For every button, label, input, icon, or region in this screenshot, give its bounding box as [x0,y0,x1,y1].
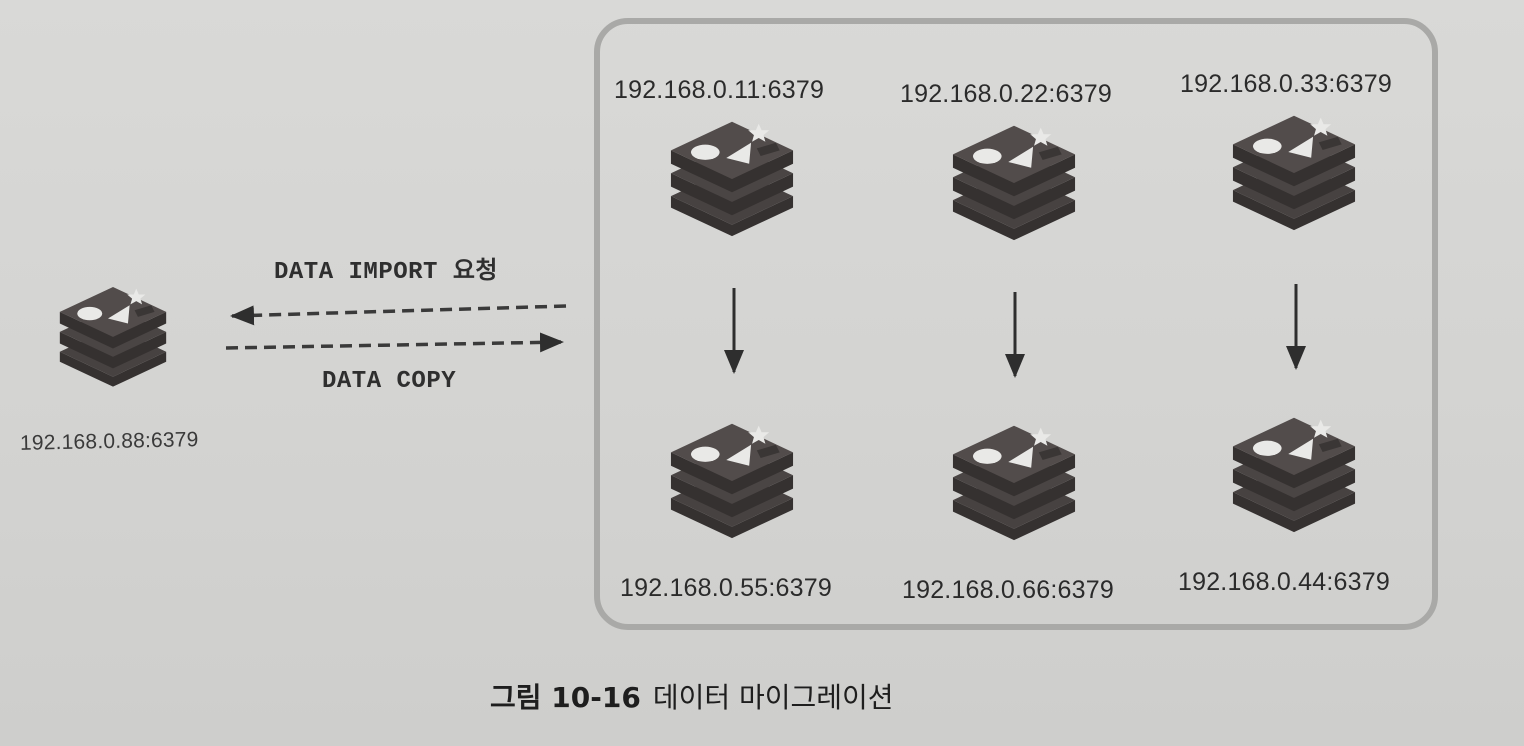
redis-logo-icon [942,420,1086,544]
cluster-boundary [594,18,1438,630]
cluster-node-address: 192.168.0.11:6379 [614,76,825,104]
figure-number: 그림 10-16 [490,681,641,714]
cluster-node-address: 192.168.0.55:6379 [620,574,832,602]
redis-logo-icon [660,116,804,240]
redis-logo-icon [942,120,1086,244]
redis-logo-icon [660,418,804,542]
import-request-arrow [230,304,567,326]
source-node-address: 192.168.0.88:6379 [19,428,199,455]
cluster-node-address: 192.168.0.33:6379 [1180,70,1392,98]
data-copy-label: DATA COPY [322,368,457,395]
redis-logo-icon [1222,110,1366,234]
cluster-node-address: 192.168.0.66:6379 [902,576,1114,604]
cluster-node-address: 192.168.0.44:6379 [1178,568,1390,596]
data-copy-arrow [225,332,564,353]
figure-title: 데이터 마이그레이션 [652,681,894,714]
import-request-label: DATA IMPORT 요청 [274,259,498,286]
cluster-node-address: 192.168.0.22:6379 [900,80,1112,108]
figure-caption: 그림 10-16 데이터 마이그레이션 [490,676,894,716]
redis-logo-icon [1222,412,1366,536]
redis-logo-icon [52,282,174,390]
